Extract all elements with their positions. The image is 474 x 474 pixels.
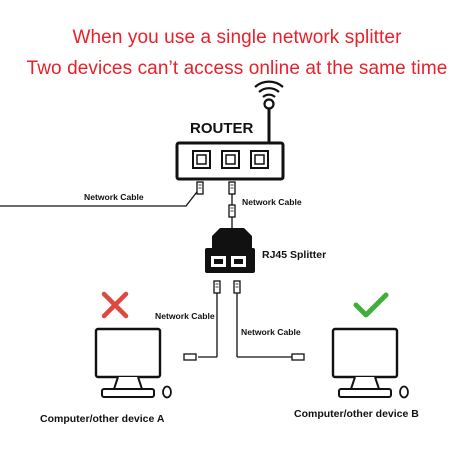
splitter-label: RJ45 Splitter — [262, 249, 326, 261]
computer-b — [331, 327, 409, 399]
router-port — [221, 150, 240, 169]
antenna-icon — [254, 80, 284, 144]
cable-to-device-a — [183, 280, 221, 361]
cable-label-router-to-splitter: Network Cable — [242, 197, 302, 207]
headline-line-1: When you use a single network splitter — [72, 27, 402, 48]
rj45-splitter — [205, 228, 255, 273]
cable-to-device-b — [233, 280, 305, 361]
router-port — [192, 150, 211, 169]
router — [175, 141, 285, 181]
router-port — [250, 150, 269, 169]
cable-label-device-b: Network Cable — [241, 327, 301, 337]
cable-label-left: Network Cable — [84, 192, 144, 202]
headline-line-2: Two devices can’t access online at the s… — [26, 58, 448, 79]
computer-a — [94, 327, 172, 399]
check-icon — [353, 292, 389, 318]
cable-left — [0, 181, 204, 207]
device-b-label: Computer/other device B — [294, 408, 419, 420]
device-a-label: Computer/other device A — [40, 413, 165, 425]
cable-label-device-a: Network Cable — [155, 311, 215, 321]
router-label: ROUTER — [190, 120, 254, 137]
cross-icon — [101, 291, 129, 319]
cable-router-to-splitter — [228, 181, 236, 228]
